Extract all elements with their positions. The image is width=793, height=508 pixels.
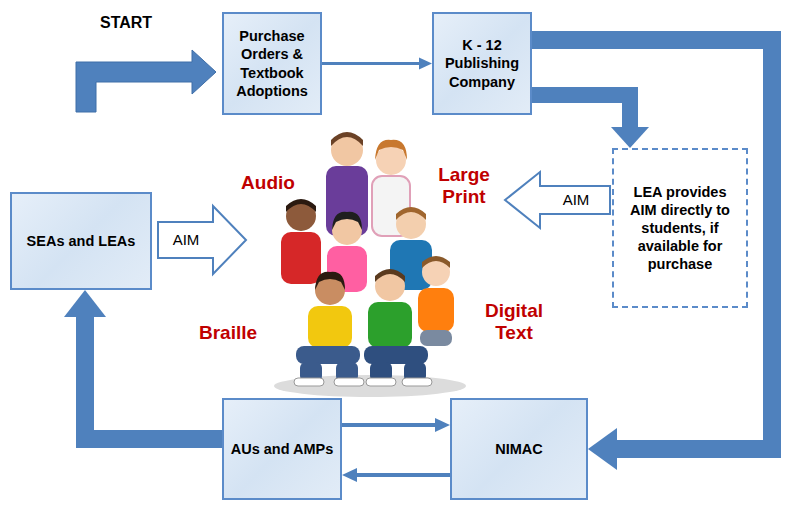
children-picture — [274, 132, 466, 397]
format-label: Digital Text — [474, 300, 554, 344]
box-text: Purchase Orders & Textbook Adoptions — [230, 27, 314, 100]
label-slot: START — [100, 14, 190, 32]
start-label: START — [100, 14, 190, 32]
format-label: Audio — [236, 172, 300, 194]
flow-arrow — [342, 418, 450, 432]
arrow-head — [64, 290, 106, 317]
format-label: Large Print — [432, 164, 496, 208]
box-text: AUs and AMPs — [231, 440, 334, 458]
box-text: SEAs and LEAs — [27, 232, 136, 250]
arrow-label: AIM — [160, 231, 212, 248]
flow-arrow — [322, 58, 432, 70]
arrow-shaft — [342, 423, 435, 427]
box-text: NIMAC — [495, 440, 543, 458]
note-box: LEA provides AIM directly to students, i… — [612, 148, 748, 308]
start-arrow — [76, 50, 216, 112]
label-slot: Braille — [190, 322, 266, 344]
label-slot: AIM — [160, 231, 212, 248]
arrow-shaft — [357, 473, 450, 477]
flow-arrow — [532, 95, 649, 148]
arrow-shaft — [532, 95, 630, 127]
hollow-arrow — [505, 172, 610, 228]
arrow-head — [611, 127, 649, 148]
format-label: Braille — [190, 322, 266, 344]
process-box: SEAs and LEAs — [10, 192, 152, 290]
process-box: NIMAC — [450, 398, 588, 500]
arrow-head — [342, 468, 357, 482]
label-slot: AIM — [545, 191, 607, 208]
process-box: AUs and AMPs — [222, 398, 342, 500]
label-slot: Audio — [236, 172, 300, 194]
flow-arrow — [64, 290, 222, 439]
arrow-head — [588, 428, 617, 470]
arrow-shaft — [532, 40, 772, 449]
arrow-label: AIM — [545, 191, 607, 208]
process-box: Purchase Orders & Textbook Adoptions — [222, 12, 322, 115]
label-slot: Digital Text — [474, 300, 554, 344]
hollow-arrow — [158, 206, 246, 274]
arrow-shaft — [322, 62, 419, 65]
label-slot: Large Print — [432, 164, 496, 208]
arrow-head — [435, 418, 450, 432]
box-text: LEA provides AIM directly to students, i… — [620, 183, 740, 274]
box-text: K - 12 Publishing Company — [440, 36, 524, 90]
process-box: K - 12 Publishing Company — [432, 12, 532, 115]
arrow-head — [419, 58, 432, 70]
flow-arrow — [342, 468, 450, 482]
